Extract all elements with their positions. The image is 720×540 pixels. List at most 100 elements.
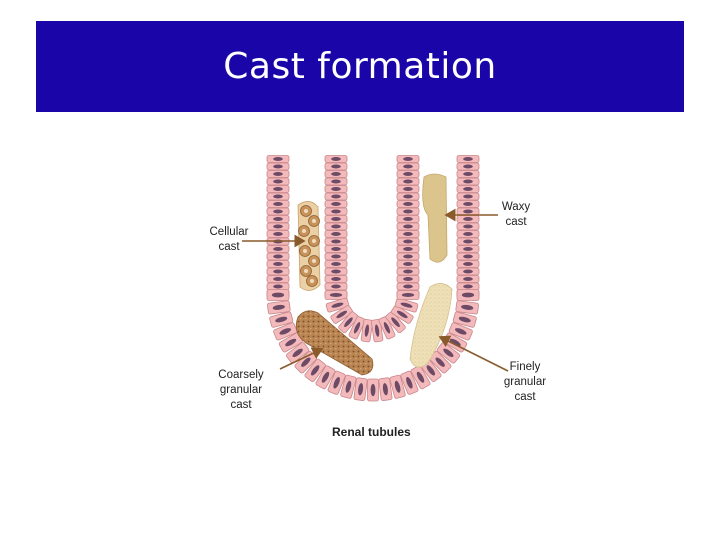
cast-cell-nucleus (310, 279, 314, 283)
epithelial-cell (324, 230, 348, 238)
epithelial-cell (389, 374, 406, 399)
epithelial-cell (266, 222, 290, 231)
epithelial-cell (266, 252, 290, 261)
epithelial-cell (396, 155, 420, 163)
epithelial-cell (266, 207, 290, 216)
epithelial-cell (396, 222, 420, 231)
epithelial-cell (266, 282, 290, 291)
epithelial-cell (324, 275, 348, 283)
epithelial-cell (324, 185, 348, 193)
renal-tubule-diagram (242, 155, 509, 402)
epithelial-cell (456, 222, 480, 231)
epithelial-cell (324, 192, 348, 201)
epithelial-cell (456, 200, 480, 208)
epithelial-cell (456, 162, 480, 171)
epithelial-cell (324, 260, 348, 268)
epithelial-cell (327, 370, 346, 395)
epithelial-cell (324, 155, 348, 163)
epithelial-cell (315, 365, 336, 390)
epithelial-cell (378, 316, 396, 340)
epithelial-cell (456, 230, 480, 238)
epithelial-cell (390, 305, 414, 324)
epithelial-cell (324, 267, 348, 276)
epithelial-cell (396, 215, 420, 223)
epithelial-cell (267, 300, 291, 315)
epithelial-cell (396, 267, 420, 276)
epithelial-cell (324, 237, 348, 246)
epithelial-cell (324, 222, 348, 231)
epithelial-cell (456, 252, 480, 261)
title-bar: Cast formation (36, 21, 684, 112)
epithelial-cell (348, 316, 366, 340)
epithelial-cell (266, 170, 290, 178)
epithelial-cell (324, 245, 348, 253)
finely-granular-cast (409, 283, 453, 368)
epithelial-cell (370, 318, 384, 343)
epithelial-cell (456, 192, 480, 201)
epithelial-cell (396, 170, 420, 178)
epithelial-cell (285, 342, 310, 364)
epithelial-cell (410, 365, 431, 390)
renal-tubules-caption: Renal tubules (332, 425, 411, 439)
epithelial-cell (266, 260, 290, 268)
finely-granular-cast-arrow (438, 335, 509, 372)
epithelial-cell (456, 215, 480, 223)
cast-cell-nucleus (312, 259, 316, 263)
epithelial-cell (266, 267, 290, 276)
waxy-cast (422, 173, 448, 263)
cast-cell-nucleus (304, 269, 308, 273)
epithelial-cell (266, 192, 290, 201)
finely-granular-cast-label: Finely granular cast (503, 361, 547, 403)
epithelial-cell (353, 377, 368, 401)
epithelial-cell (266, 162, 290, 171)
epithelial-cell (396, 200, 420, 208)
epithelial-cell (325, 297, 350, 313)
cast-cell-nucleus (304, 209, 308, 213)
cast-cell-nucleus (303, 249, 307, 253)
epithelial-cell (396, 282, 420, 291)
epithelial-cell (324, 282, 348, 291)
epithelial-cell (266, 155, 290, 163)
epithelial-cell (456, 275, 480, 283)
epithelial-cell (266, 200, 290, 208)
epithelial-cell (396, 260, 420, 268)
tubule-epithelium (266, 155, 480, 402)
epithelial-cell (324, 200, 348, 208)
epithelial-cell (324, 177, 348, 186)
epithelial-cell (338, 311, 359, 334)
epithelial-cell (266, 177, 290, 186)
waxy-cast-label: Waxy cast (501, 201, 531, 228)
epithelial-cell (400, 370, 419, 395)
epithelial-cell (324, 162, 348, 171)
epithelial-cell (304, 358, 326, 383)
epithelial-cell (266, 215, 290, 223)
epithelial-cell (396, 252, 420, 261)
epithelial-cell (455, 300, 479, 315)
epithelial-cell (456, 260, 480, 268)
epithelial-cell (340, 374, 357, 399)
epithelial-cell (456, 237, 480, 246)
epithelial-cell (396, 177, 420, 186)
epithelial-cell (394, 297, 419, 313)
coarsely-granular-cast-label: Coarsely granular cast (218, 369, 264, 411)
epithelial-cell (456, 245, 480, 253)
epithelial-cell (273, 322, 298, 341)
epithelial-cell (396, 245, 420, 253)
epithelial-cell (456, 289, 480, 301)
epithelial-cell (456, 177, 480, 186)
epithelial-cell (456, 185, 480, 193)
epithelial-cell (396, 230, 420, 238)
epithelial-cell (367, 378, 379, 402)
epithelial-cell (269, 311, 294, 328)
epithelial-cell (452, 311, 477, 328)
cast-cell-nucleus (312, 219, 316, 223)
epithelial-cell (456, 282, 480, 291)
epithelial-cell (396, 162, 420, 171)
epithelial-cell (456, 267, 480, 276)
epithelial-cell (448, 322, 473, 341)
cast-cell-nucleus (312, 239, 316, 243)
epithelial-cell (324, 215, 348, 223)
epithelial-cell (324, 207, 348, 216)
epithelial-cell (396, 192, 420, 201)
epithelial-cell (396, 290, 420, 300)
